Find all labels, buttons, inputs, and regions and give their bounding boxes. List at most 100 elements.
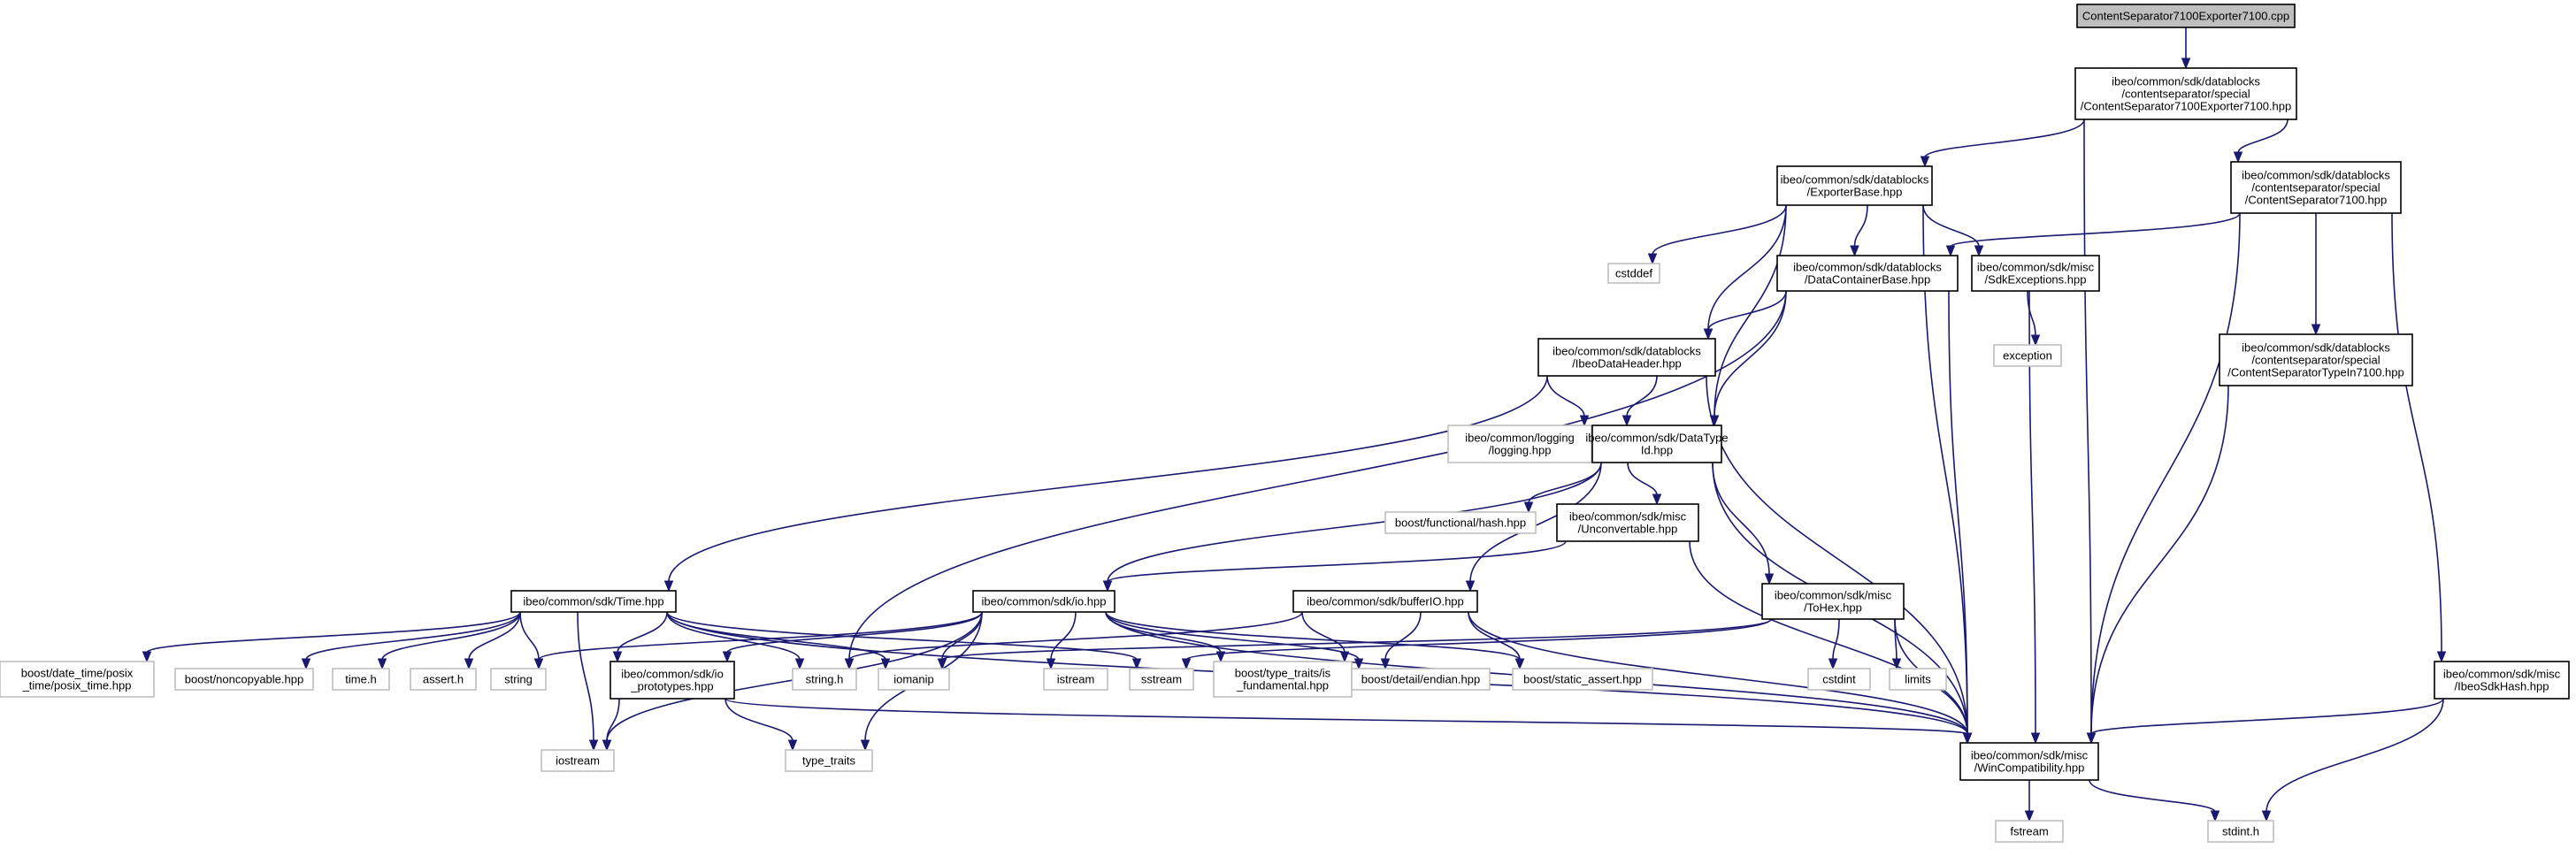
node-time[interactable]: ibeo/common/sdk/Time.hpp	[510, 590, 677, 613]
edge-io-to-istream	[1050, 611, 1077, 661]
edge-unconvertable-to-wincompat	[1689, 540, 1968, 735]
arrowhead	[2181, 57, 2191, 70]
node-label-line: boost/type_traits/is	[1235, 667, 1331, 680]
edge-cs7100exp_hpp-to-cs7100_hpp	[2237, 119, 2288, 154]
arrowhead	[794, 658, 805, 670]
edge-io_prototypes-to-type_traits	[724, 698, 794, 742]
arrowhead	[2030, 732, 2041, 745]
node-tohex[interactable]: ibeo/common/sdk/misc/ToHex.hpp	[1761, 583, 1905, 620]
node-box	[2207, 820, 2274, 843]
node-exporterbase[interactable]: ibeo/common/sdk/datablocks/ExporterBase.…	[1776, 165, 1933, 206]
node-label-line: /IbeoDataHeader.hpp	[1572, 357, 1682, 371]
node-box	[1776, 165, 1933, 206]
arrowhead	[1974, 245, 1984, 257]
node-box	[490, 668, 547, 691]
arrowhead	[1102, 580, 1113, 593]
edge-datatypeid-to-tohex	[1712, 462, 1770, 576]
arrowhead	[1181, 658, 1192, 670]
node-assert-h: assert.h	[410, 668, 477, 691]
arrowhead	[1465, 580, 1476, 593]
node-logging: ibeo/common/logging/logging.hpp	[1447, 424, 1592, 463]
node-box	[1384, 511, 1537, 534]
edge-cs7100exp_hpp-to-exporterbase	[1924, 119, 2085, 158]
node-datacontainerbase[interactable]: ibeo/common/sdk/datablocks/DataContainer…	[1776, 255, 1959, 292]
node-box	[410, 668, 477, 691]
arrowhead	[1945, 245, 1956, 257]
node-box	[1995, 820, 2064, 843]
edge-ibeodataheader-to-logging	[1546, 375, 1585, 417]
node-box	[2219, 333, 2413, 386]
arrowhead	[722, 651, 732, 663]
arrowhead	[2233, 151, 2243, 164]
edge-datacontainerbase-to-wincompat	[1948, 290, 1968, 735]
node-box	[2074, 67, 2297, 120]
node-wincompat[interactable]: ibeo/common/sdk/misc/WinCompatibility.hp…	[1959, 742, 2099, 781]
node-label-line: Id.hpp	[1641, 444, 1673, 457]
node-unconvertable[interactable]: ibeo/common/sdk/misc/Unconvertable.hpp	[1556, 503, 1699, 542]
node-label-line: boost/detail/endian.hpp	[1361, 673, 1480, 686]
edge-exporterbase-to-wincompat	[1922, 204, 1968, 735]
node-box	[1129, 668, 1194, 691]
node-exception: exception	[1993, 344, 2062, 367]
node-box	[1213, 661, 1353, 698]
node-box	[785, 749, 873, 772]
arrowhead	[2024, 810, 2035, 822]
node-label-line: ContentSeparator7100Exporter7100.cpp	[2082, 10, 2289, 23]
node-root[interactable]: ContentSeparator7100Exporter7100.cpp	[2076, 4, 2296, 28]
node-io-prototypes[interactable]: ibeo/common/sdk/io_prototypes.hpp	[610, 661, 735, 700]
node-label-line: ibeo/common/sdk/datablocks	[1552, 345, 1701, 358]
node-label-line: /DataContainerBase.hpp	[1805, 273, 1930, 287]
arrowhead	[1131, 658, 1142, 670]
node-static-assert: boost/static_assert.hpp	[1512, 668, 1653, 691]
edge-time-to-string_h	[666, 611, 801, 661]
node-box	[1351, 668, 1491, 691]
node-istream: istream	[1043, 668, 1108, 691]
edge-ibeodataheader-to-time	[668, 375, 1548, 583]
node-label-line: /ToHex.hpp	[1804, 601, 1862, 615]
node-box	[1776, 255, 1959, 292]
arrowhead	[2086, 732, 2097, 745]
arrowhead	[533, 658, 544, 670]
node-ibeosdkhash[interactable]: ibeo/common/sdk/misc/IbeoSdkHash.hpp	[2434, 661, 2570, 700]
node-stdint-h: stdint.h	[2207, 820, 2274, 843]
node-label-line: stdint.h	[2222, 825, 2259, 838]
edge-ibeodataheader-to-datatypeid	[1626, 375, 1658, 417]
edge-datatypeid-to-io	[1107, 462, 1602, 583]
node-label-line: ibeo/common/sdk/misc	[1569, 510, 1687, 524]
node-ibeodataheader[interactable]: ibeo/common/sdk/datablocks/IbeoDataHeade…	[1537, 338, 1716, 377]
node-label-line: /contentseparator/special	[2251, 181, 2380, 195]
node-box	[1807, 668, 1871, 691]
node-label-line: istream	[1057, 673, 1095, 686]
node-box	[1591, 424, 1722, 463]
edge-datacontainerbase-to-datatypeid	[1714, 290, 1787, 417]
node-bufferio[interactable]: ibeo/common/sdk/bufferIO.hpp	[1292, 590, 1478, 613]
node-limits: limits	[1889, 668, 1947, 691]
node-cstypein[interactable]: ibeo/common/sdk/datablocks/contentsepara…	[2219, 333, 2413, 386]
node-box	[1447, 424, 1592, 463]
node-cs7100exp-hpp[interactable]: ibeo/common/sdk/datablocks/contentsepara…	[2074, 67, 2297, 120]
arrowhead	[1703, 328, 1714, 340]
node-sdkexceptions[interactable]: ibeo/common/sdk/misc/SdkExceptions.hpp	[1971, 255, 2100, 292]
node-label-line: ibeo/common/sdk/bufferIO.hpp	[1307, 595, 1464, 608]
edge-time-to-sstream	[666, 611, 1138, 661]
node-box	[1537, 338, 1716, 377]
edge-time-to-assert_h	[468, 611, 521, 661]
node-io[interactable]: ibeo/common/sdk/io.hpp	[972, 590, 1116, 613]
node-label-line: ibeo/common/sdk/io	[621, 668, 724, 681]
arrowhead	[1579, 415, 1590, 427]
edge-io-to-io_prototypes	[726, 611, 983, 654]
arrowhead	[464, 658, 474, 670]
node-type-traits: type_traits	[785, 749, 873, 772]
node-iomanip: iomanip	[878, 668, 950, 691]
node-cs7100-hpp[interactable]: ibeo/common/sdk/datablocks/contentsepara…	[2230, 161, 2402, 214]
arrowhead	[1622, 415, 1632, 427]
node-label-line: assert.h	[423, 673, 464, 686]
edge-time-to-io_prototypes	[617, 611, 668, 654]
node-label-line: /IbeoSdkHash.hpp	[2455, 680, 2549, 693]
node-is-fundamental: boost/type_traits/is_fundamental.hpp	[1213, 661, 1353, 698]
node-label-line: _prototypes.hpp	[630, 680, 713, 693]
node-box	[332, 668, 390, 691]
node-label-line: /ContentSeparator7100.hpp	[2245, 194, 2387, 207]
